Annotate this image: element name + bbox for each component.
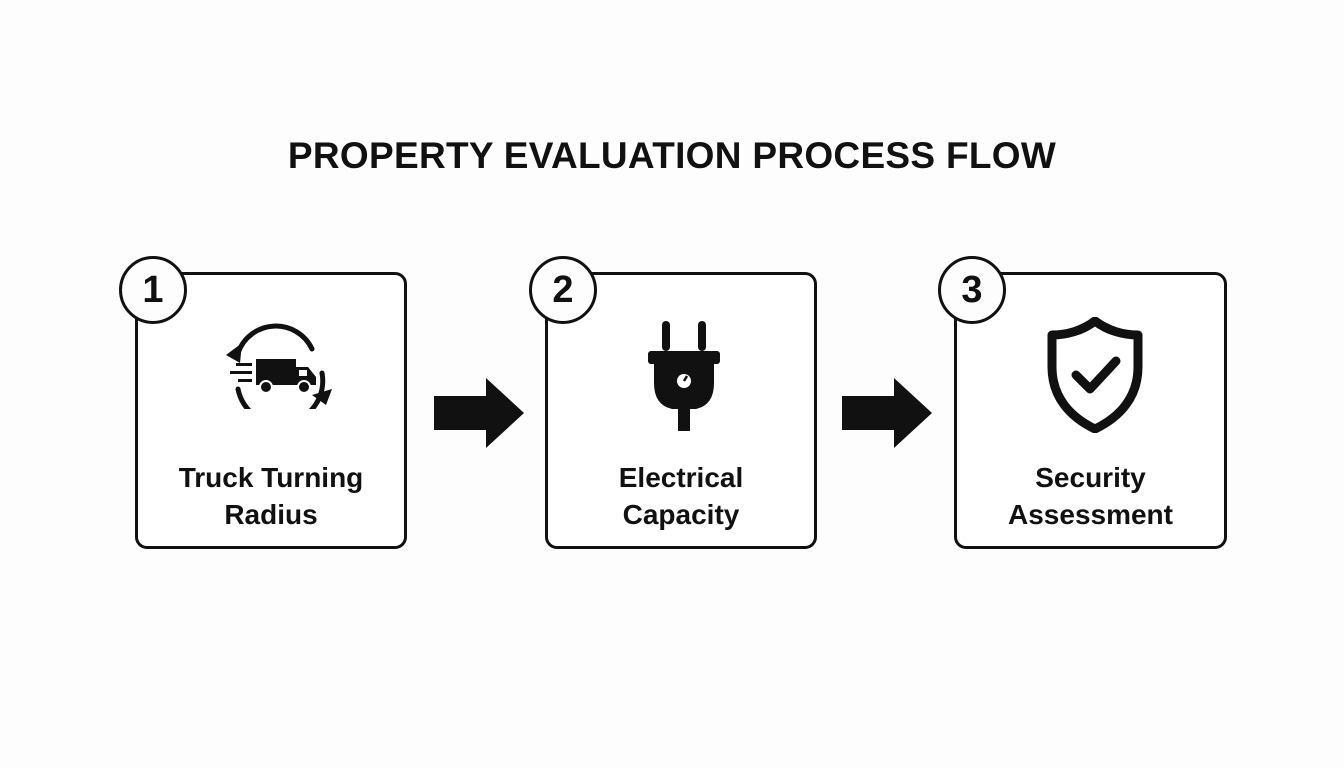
step-card-1: Truck Turning Radius	[135, 272, 407, 549]
truck-turning-icon	[226, 323, 332, 409]
step-number-badge-2: 2	[529, 256, 597, 324]
step-number-badge-1: 1	[119, 256, 187, 324]
step-label-2: Electrical Capacity	[618, 462, 744, 530]
step-card-3: Security Assessment	[954, 272, 1227, 549]
shield-check-icon	[1047, 317, 1143, 433]
diagram-title: PROPERTY EVALUATION PROCESS FLOW	[287, 135, 1057, 176]
step-number-badge-3: 3	[938, 256, 1006, 324]
step-label-1: Truck Turning Radius	[178, 462, 364, 530]
arrow-right-icon	[434, 378, 524, 448]
arrow-right-icon	[842, 378, 932, 448]
electrical-plug-icon	[648, 321, 720, 431]
step-card-2: Electrical Capacity	[545, 272, 817, 549]
step-label-3: Security Assessment	[1008, 462, 1173, 530]
